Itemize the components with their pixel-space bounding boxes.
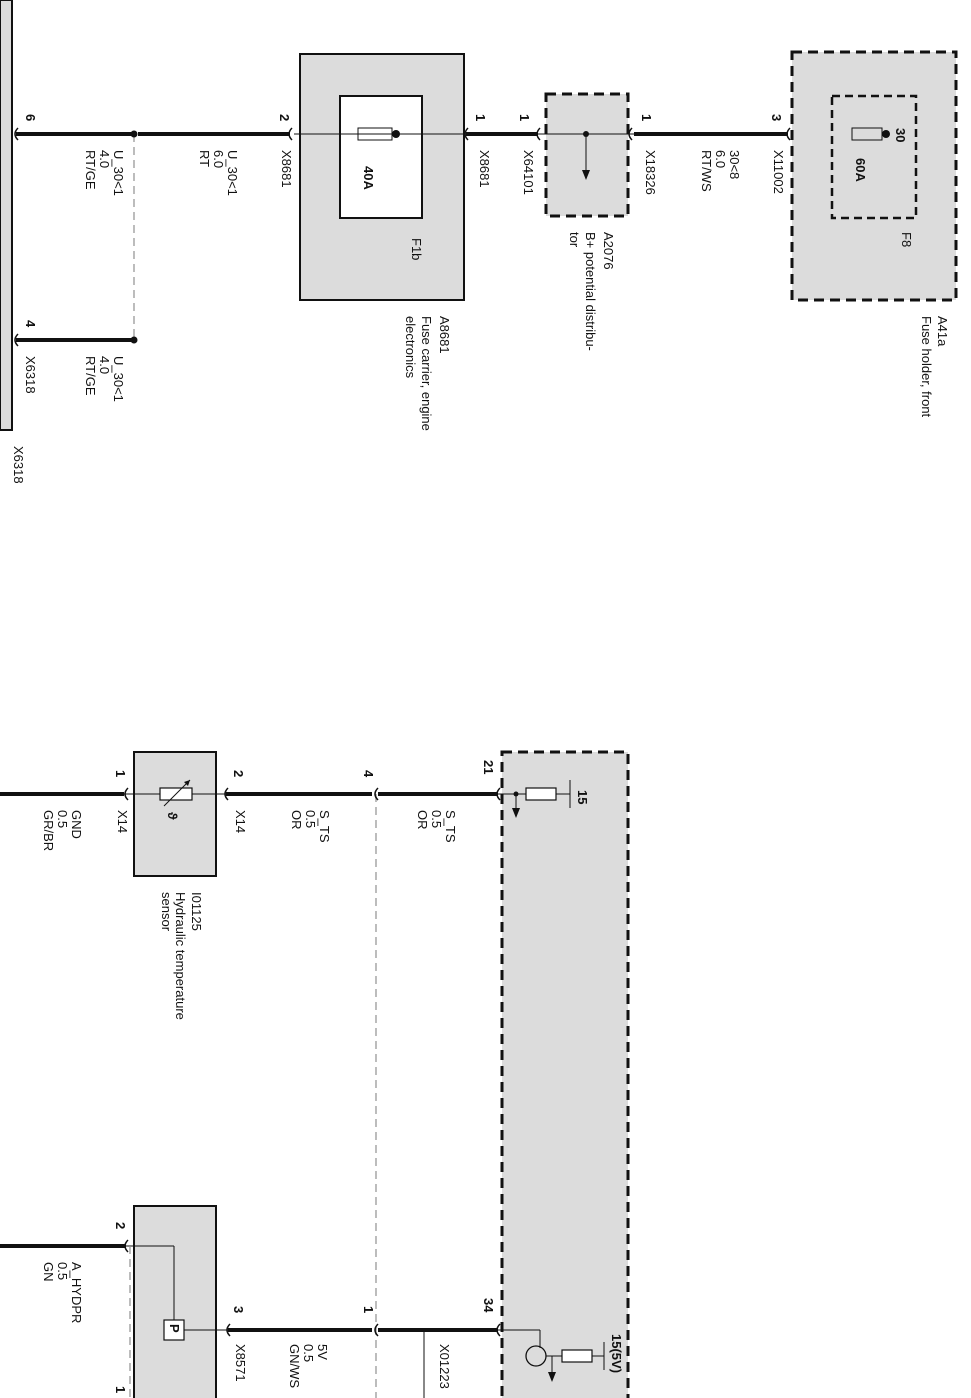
- svg-text:RT/GE: RT/GE: [83, 150, 98, 190]
- svg-text:0.5: 0.5: [55, 810, 70, 828]
- pin-x8681-out: 2: [277, 114, 292, 121]
- fuse-a8681-label: F1b: [409, 238, 424, 260]
- connector-x64101: X64101: [521, 150, 536, 195]
- wire-label-w6: S_TS 0.5 OR: [289, 810, 332, 843]
- a2076-desc-1: B+ potential distribu-: [583, 232, 598, 351]
- connector-x8571: X8571: [233, 1344, 248, 1382]
- pullup-resistor-21: [498, 780, 571, 818]
- svg-text:6.0: 6.0: [713, 150, 728, 168]
- svg-text:S_TS: S_TS: [443, 810, 458, 843]
- connector-x14-a: X14: [115, 810, 130, 833]
- svg-text:30<8: 30<8: [727, 150, 742, 179]
- wire-label-w7: GND 0.5 GR/BR: [41, 810, 84, 851]
- svg-text:RT/WS: RT/WS: [699, 150, 714, 192]
- svg-text:4.0: 4.0: [97, 356, 112, 374]
- i01125-desc-1: Hydraulic temperature: [173, 892, 188, 1020]
- pin-x14-2: 2: [231, 770, 246, 777]
- a8681-desc-1: Fuse carrier, engine: [419, 316, 434, 431]
- control-unit-box[interactable]: [500, 750, 630, 1398]
- supply-15: 15: [575, 790, 590, 804]
- distributor-a2076[interactable]: [544, 92, 630, 218]
- i01125-desc-2: sensor: [159, 892, 174, 932]
- left-module-bar: [0, 0, 13, 431]
- pin-cu-34: 34: [481, 1298, 496, 1313]
- hydraulic-temperature-sensor[interactable]: ϑ: [124, 751, 226, 877]
- wire-label-w4: U_30<1 4.0 RT/GE: [83, 356, 126, 402]
- connector-x11002: X11002: [771, 150, 786, 194]
- pin-cu-21: 21: [481, 760, 496, 774]
- fuse-a41a-rating: 60A: [853, 158, 868, 182]
- supply-15-5v: 15(5V): [609, 1334, 624, 1373]
- fuse-a8681-rating: 40A: [361, 166, 376, 190]
- svg-text:OR: OR: [289, 810, 304, 830]
- svg-text:U_30<1: U_30<1: [225, 150, 240, 196]
- connector-x6318-edge: X6318: [11, 446, 26, 484]
- svg-text:4.0: 4.0: [97, 150, 112, 168]
- connector-x8681-in: X8681: [477, 150, 492, 188]
- i01125-ref: I01125: [189, 892, 204, 931]
- pin-left-6: 6: [23, 114, 38, 121]
- fuse-a41a-label: F8: [899, 232, 914, 247]
- pin-mid-4: 4: [361, 770, 376, 778]
- pin-left-4: 4: [23, 320, 38, 328]
- wire-label-w3: U_30<1 4.0 RT/GE: [83, 150, 126, 196]
- pin-x8571-3: 3: [231, 1306, 246, 1313]
- wire-label-w2: U_30<1 6.0 RT: [197, 150, 240, 196]
- fuse-carrier-a8681[interactable]: 40A F1b: [299, 53, 465, 301]
- svg-text:A_HYDPR: A_HYDPR: [69, 1262, 84, 1323]
- connector-x6318: X6318: [23, 356, 38, 394]
- wire-label-w8: 5V 0.5 GN/WS: [287, 1344, 330, 1388]
- connector-x8681-out: X8681: [279, 150, 294, 188]
- fuse-a41a-terminal: 30: [893, 128, 908, 142]
- svg-text:0.5: 0.5: [303, 810, 318, 828]
- svg-text:GND: GND: [69, 810, 84, 839]
- svg-text:OR: OR: [415, 810, 430, 830]
- wire-label-w9: A_HYDPR 0.5 GN: [41, 1262, 84, 1323]
- svg-text:5V: 5V: [315, 1344, 330, 1360]
- svg-text:U_30<1: U_30<1: [111, 356, 126, 402]
- pin-ps-2: 2: [113, 1222, 128, 1229]
- connector-x14-b: X14: [233, 810, 248, 833]
- svg-text:0.5: 0.5: [55, 1262, 70, 1280]
- pin-x14-1: 1: [113, 770, 128, 777]
- svg-text:GR/BR: GR/BR: [41, 810, 56, 851]
- hydraulic-pressure-sensor[interactable]: P: [126, 1205, 228, 1398]
- svg-text:GN/WS: GN/WS: [287, 1344, 302, 1388]
- pin-x18326: 1: [639, 114, 654, 121]
- pin-x11002: 3: [769, 114, 784, 121]
- transistor-34: [498, 1329, 605, 1382]
- svg-text:ϑ: ϑ: [165, 812, 180, 820]
- pin-mid-1: 1: [361, 1306, 376, 1313]
- svg-text:RT: RT: [197, 150, 212, 167]
- a2076-desc-2: tor: [567, 232, 582, 248]
- pin-x64101: 1: [517, 114, 532, 121]
- fuse-holder-a41a[interactable]: 30 60A F8: [790, 50, 958, 302]
- a8681-ref: A8681: [437, 316, 452, 354]
- connector-x01223: X01223: [437, 1344, 452, 1389]
- a41a-desc: Fuse holder, front: [919, 316, 934, 418]
- a41a-ref: A41a: [935, 316, 950, 347]
- pin-ps-1: 1: [113, 1386, 128, 1393]
- pressure-symbol: P: [167, 1324, 182, 1333]
- a2076-ref: A2076: [601, 232, 616, 270]
- svg-text:0.5: 0.5: [429, 810, 444, 828]
- connector-x18326: X18326: [643, 150, 658, 195]
- wire-label-w1: 30<8 6.0 RT/WS: [699, 150, 742, 192]
- svg-text:0.5: 0.5: [301, 1344, 316, 1362]
- svg-text:RT/GE: RT/GE: [83, 356, 98, 396]
- svg-text:6.0: 6.0: [211, 150, 226, 168]
- svg-text:U_30<1: U_30<1: [111, 150, 126, 196]
- svg-text:S_TS: S_TS: [317, 810, 332, 843]
- pin-x8681-in: 1: [473, 114, 488, 121]
- a8681-desc-2: electronics: [403, 316, 418, 379]
- svg-text:GN: GN: [41, 1262, 56, 1282]
- wire-label-w5: S_TS 0.5 OR: [415, 810, 458, 843]
